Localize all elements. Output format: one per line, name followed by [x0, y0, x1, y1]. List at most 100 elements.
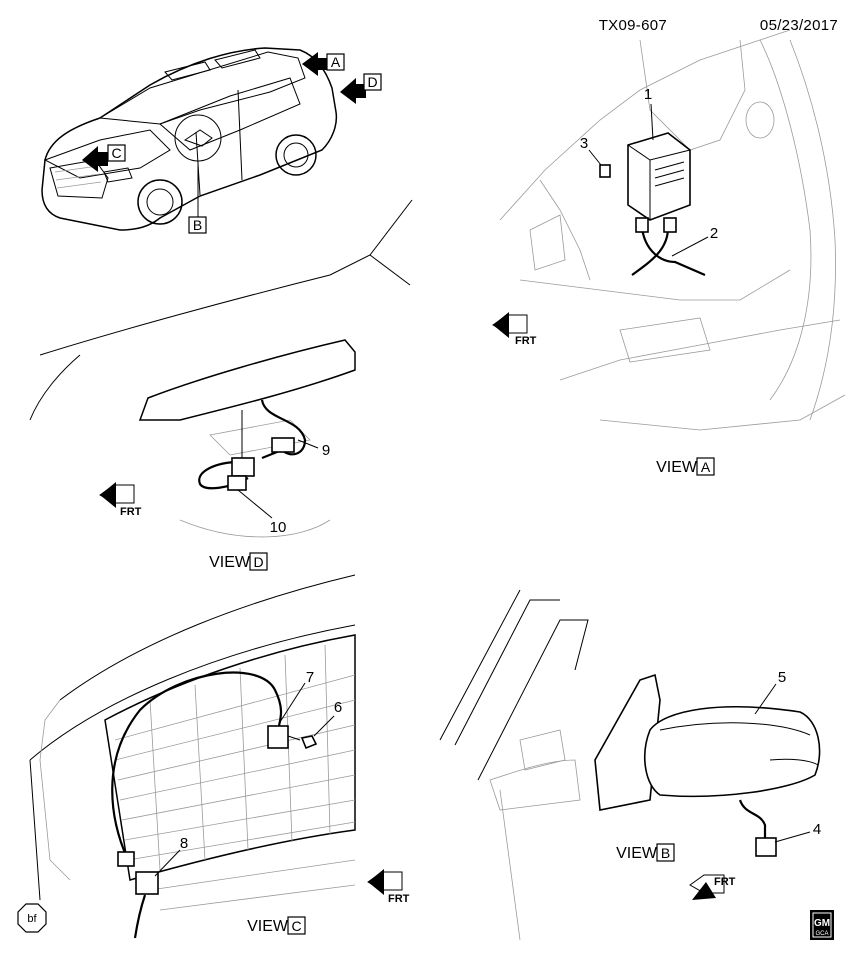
callout-4: 4 — [813, 821, 821, 838]
part-6-bolt — [300, 735, 318, 750]
view-b-window-frame — [477, 619, 589, 781]
vehicle-body — [41, 47, 338, 231]
view-b-bracket — [519, 729, 566, 771]
view-c-tag-box — [107, 144, 126, 162]
leader-4 — [774, 831, 811, 843]
front-indicator-c: FRT — [367, 869, 410, 905]
view-c-upper-edge — [29, 624, 356, 761]
view-b-label: VIEW B — [616, 843, 675, 862]
view-b-word: VIEW — [616, 845, 658, 862]
view-c-tag-letter: C — [111, 145, 121, 161]
view-a-bg-line — [759, 39, 812, 401]
vehicle-hood — [43, 129, 171, 179]
callout-3: 3 — [580, 135, 588, 152]
callout-6: 6 — [334, 699, 342, 716]
view-d-callouts: 9 10 — [237, 439, 330, 536]
view-b-letter: B — [661, 845, 670, 861]
leader-2 — [671, 236, 709, 257]
gm-logo-box — [810, 910, 834, 940]
view-a-bg-line — [559, 319, 841, 381]
front-direction-arrow-icon — [692, 882, 716, 900]
module-ribs — [654, 161, 685, 187]
view-a-arrow-icon — [302, 52, 328, 76]
view-b-letter-box — [656, 843, 675, 862]
vehicle-side-glass — [159, 77, 301, 151]
vehicle-front-rim — [146, 188, 174, 216]
gm-logo-top: GM — [814, 918, 830, 929]
harness-9-connector — [271, 437, 295, 453]
vehicle-roof — [98, 51, 306, 125]
view-c-upper-edge — [59, 574, 356, 701]
callout-7: 7 — [306, 669, 314, 686]
view-d-tag-box — [363, 73, 382, 91]
view-a-callouts: 1 3 2 — [580, 86, 718, 257]
vehicle-overview — [41, 47, 338, 231]
view-c-lower-bumper — [149, 859, 356, 911]
vehicle-sunroof-front — [164, 61, 211, 81]
part-2-harness — [631, 217, 706, 277]
vehicle-grille-slats — [54, 165, 102, 189]
harness-8-clip — [135, 871, 159, 895]
view-d-lower-line — [179, 519, 331, 538]
view-a-bg-line — [519, 269, 791, 301]
view-d-word: VIEW — [209, 554, 251, 571]
leader-5 — [754, 683, 777, 715]
front-indicator-d: FRT — [99, 482, 142, 518]
frt-label: FRT — [388, 893, 410, 905]
sensor-7-tab — [287, 735, 301, 741]
harness-wire — [640, 227, 706, 277]
drawing-date: 05/23/2017 — [760, 17, 838, 34]
front-indicator-a: FRT — [492, 312, 537, 347]
front-direction-arrow-icon — [493, 312, 509, 338]
view-b-a-pillar — [454, 599, 560, 746]
connector-4-wire — [738, 799, 767, 838]
vehicle-sunroof-rear — [214, 49, 261, 69]
view-d-pillar — [29, 354, 81, 421]
vehicle-rear-wheel — [275, 134, 317, 176]
view-c-callouts: 7 6 8 — [154, 669, 342, 877]
bolt-6 — [300, 735, 318, 750]
callout-5: 5 — [778, 669, 786, 686]
view-a-tag-box — [326, 53, 345, 71]
gm-logo: GM GCA — [810, 910, 834, 940]
view-a-bg-line — [639, 39, 746, 151]
callout-9: 9 — [322, 442, 330, 459]
mirror-detail-circle — [174, 114, 222, 162]
callout-1: 1 — [644, 86, 652, 103]
view-d-spoiler — [138, 339, 356, 421]
part-4-connector — [738, 799, 777, 857]
frt-label: FRT — [515, 335, 537, 347]
camera-10-body — [231, 457, 255, 477]
view-a-bg-line — [539, 179, 591, 281]
view-a-scene — [499, 29, 846, 431]
drawing-id: TX09-607 — [599, 17, 667, 34]
mirror-5-base — [594, 673, 661, 811]
view-a-bg-speaker — [745, 101, 775, 139]
view-c-grille-frame — [104, 634, 356, 881]
front-direction-arrow-icon — [368, 869, 384, 895]
part-1-module — [599, 132, 691, 221]
view-b-scene — [439, 589, 589, 941]
mirror-5-signal — [769, 758, 819, 766]
view-a-bg-line — [599, 394, 846, 431]
gm-logo-inner — [812, 912, 832, 938]
leader-7 — [279, 682, 306, 723]
view-d-scene — [29, 199, 413, 538]
view-a-tag-letter: A — [331, 54, 341, 70]
mirror-5-housing — [644, 706, 821, 798]
camera-10-lens — [227, 475, 247, 491]
view-d-roof-line — [39, 199, 413, 356]
part-8-harness — [111, 671, 283, 939]
vehicle-front-wheel — [137, 179, 183, 225]
view-a-letter: A — [701, 459, 711, 475]
view-d-roof-line — [369, 254, 411, 286]
view-b-tag-letter: B — [193, 217, 202, 233]
gm-logo-bottom: GCA — [815, 931, 828, 937]
view-d-plate-recess — [209, 419, 311, 456]
view-d-label: VIEW D — [209, 552, 268, 571]
view-a-bg-bracket — [529, 214, 566, 271]
view-c-label: VIEW C — [247, 916, 306, 935]
callout-10: 10 — [270, 519, 287, 536]
view-c-left-edge — [29, 759, 41, 901]
